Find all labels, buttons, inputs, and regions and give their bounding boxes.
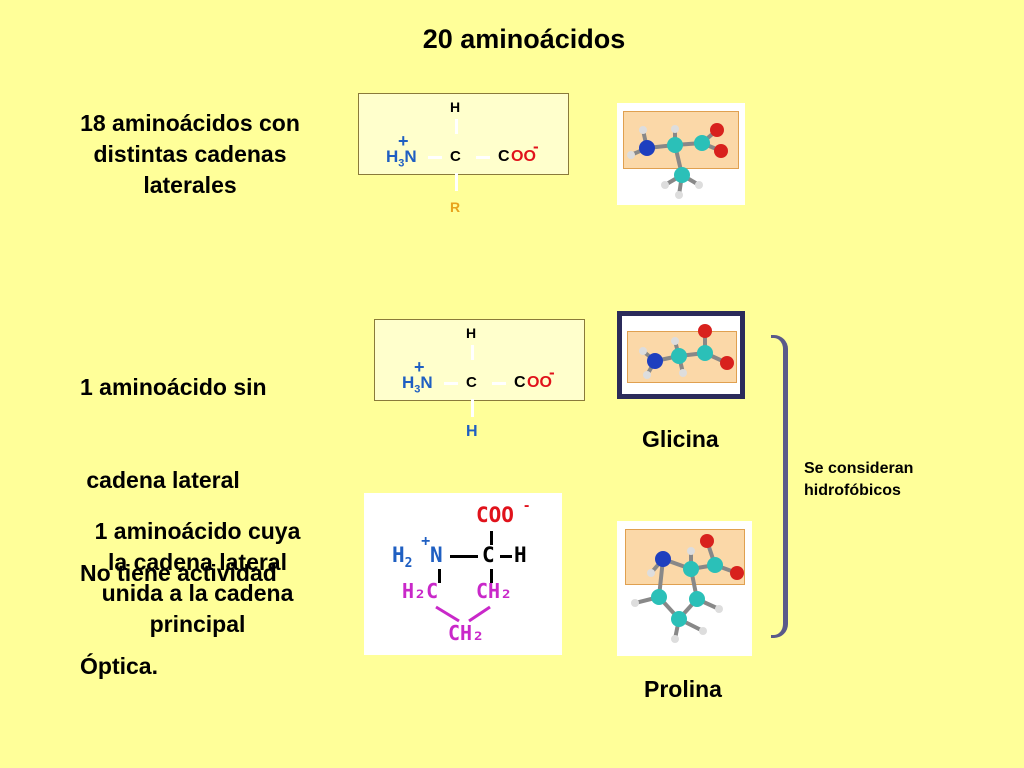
proline-charge-plus: +	[421, 533, 431, 550]
formula-amino-group: H3N	[386, 147, 417, 170]
proline-label: Prolina	[644, 676, 722, 702]
glycine-label: Glicina	[642, 426, 719, 452]
proline-amino-h2: H2	[392, 543, 413, 572]
description-line: laterales	[143, 172, 237, 198]
proline-coo-charge: -	[524, 497, 530, 514]
formula-top-h: H	[450, 99, 461, 115]
bond-vertical	[455, 119, 458, 134]
bond-horizontal	[492, 382, 506, 385]
formula-top-h: H	[466, 325, 477, 341]
molecule-model-glycine	[617, 311, 745, 399]
formula-charge-plus: +	[414, 357, 425, 377]
proline-alpha-carbon: C	[482, 543, 495, 567]
proline-ch2: CH₂	[476, 579, 513, 603]
description-line: cadena lateral	[80, 467, 240, 493]
description-proline: 1 aminoácido cuya la cadena lateral unid…	[60, 516, 335, 640]
formula-amino-group: H3N	[402, 373, 433, 396]
formula-carboxyl-c: C	[498, 148, 510, 165]
formula-carboxyl-oo: OO	[511, 148, 536, 165]
formula-carboxyl-oo: OO	[527, 374, 552, 391]
description-glycine: 1 aminoácido sin cadena lateral No tiene…	[80, 310, 340, 713]
description-line: unida a la cadena	[101, 580, 294, 606]
formula-alpha-carbon: C	[466, 374, 477, 391]
description-side-chains: 18 aminoácidos con distintas cadenas lat…	[60, 108, 320, 201]
bond-vertical	[471, 345, 474, 360]
description-line: distintas cadenas	[93, 141, 287, 167]
proline-alpha-h: H	[514, 543, 527, 567]
note-line: Se consideran	[804, 460, 914, 477]
description-line: la cadena lateral	[108, 549, 287, 575]
description-line: 1 aminoácido sin	[80, 374, 267, 400]
hydrophobic-note: Se consideran hidrofóbicos	[804, 458, 974, 502]
formula-charge-minus: -	[549, 363, 555, 382]
general-formula-atoms: H + H3N C C OO - R	[358, 93, 567, 223]
description-line: 18 aminoácidos con	[80, 110, 300, 136]
formula-charge-plus: +	[398, 131, 409, 151]
formula-carboxyl-c: C	[514, 374, 526, 391]
bond-horizontal	[428, 156, 442, 159]
molecule-model-generic	[617, 103, 745, 205]
formula-bottom-h: H	[466, 423, 478, 440]
proline-carboxyl: COO	[476, 503, 514, 527]
molecule-model-proline	[617, 521, 752, 656]
glycine-formula-atoms: H + H3N C C OO - H	[374, 319, 583, 449]
bond-horizontal	[444, 382, 458, 385]
page-title: 20 aminoácidos	[422, 24, 626, 54]
proline-h2c: H₂C	[402, 579, 439, 603]
formula-alpha-carbon: C	[450, 148, 461, 165]
proline-bottom-ch2: CH₂	[448, 621, 485, 645]
bond-vertical	[471, 399, 474, 417]
glycine-formula	[374, 319, 585, 401]
formula-r-group: R	[450, 199, 461, 215]
bond-vertical	[455, 173, 458, 191]
description-line: principal	[149, 611, 246, 637]
grouping-bracket	[771, 335, 788, 638]
description-line: No tiene actividad	[80, 560, 277, 586]
description-line: Óptica.	[80, 653, 158, 679]
formula-charge-minus: -	[533, 137, 539, 156]
proline-nitrogen: N	[430, 543, 443, 567]
description-line: 1 aminoácido cuya	[94, 518, 301, 544]
bond-horizontal	[476, 156, 490, 159]
note-line: hidrofóbicos	[804, 482, 901, 499]
proline-structure-formula: COO - H2 + N C H H₂C CH₂ CH₂	[364, 493, 562, 655]
general-amino-acid-formula	[358, 93, 569, 175]
